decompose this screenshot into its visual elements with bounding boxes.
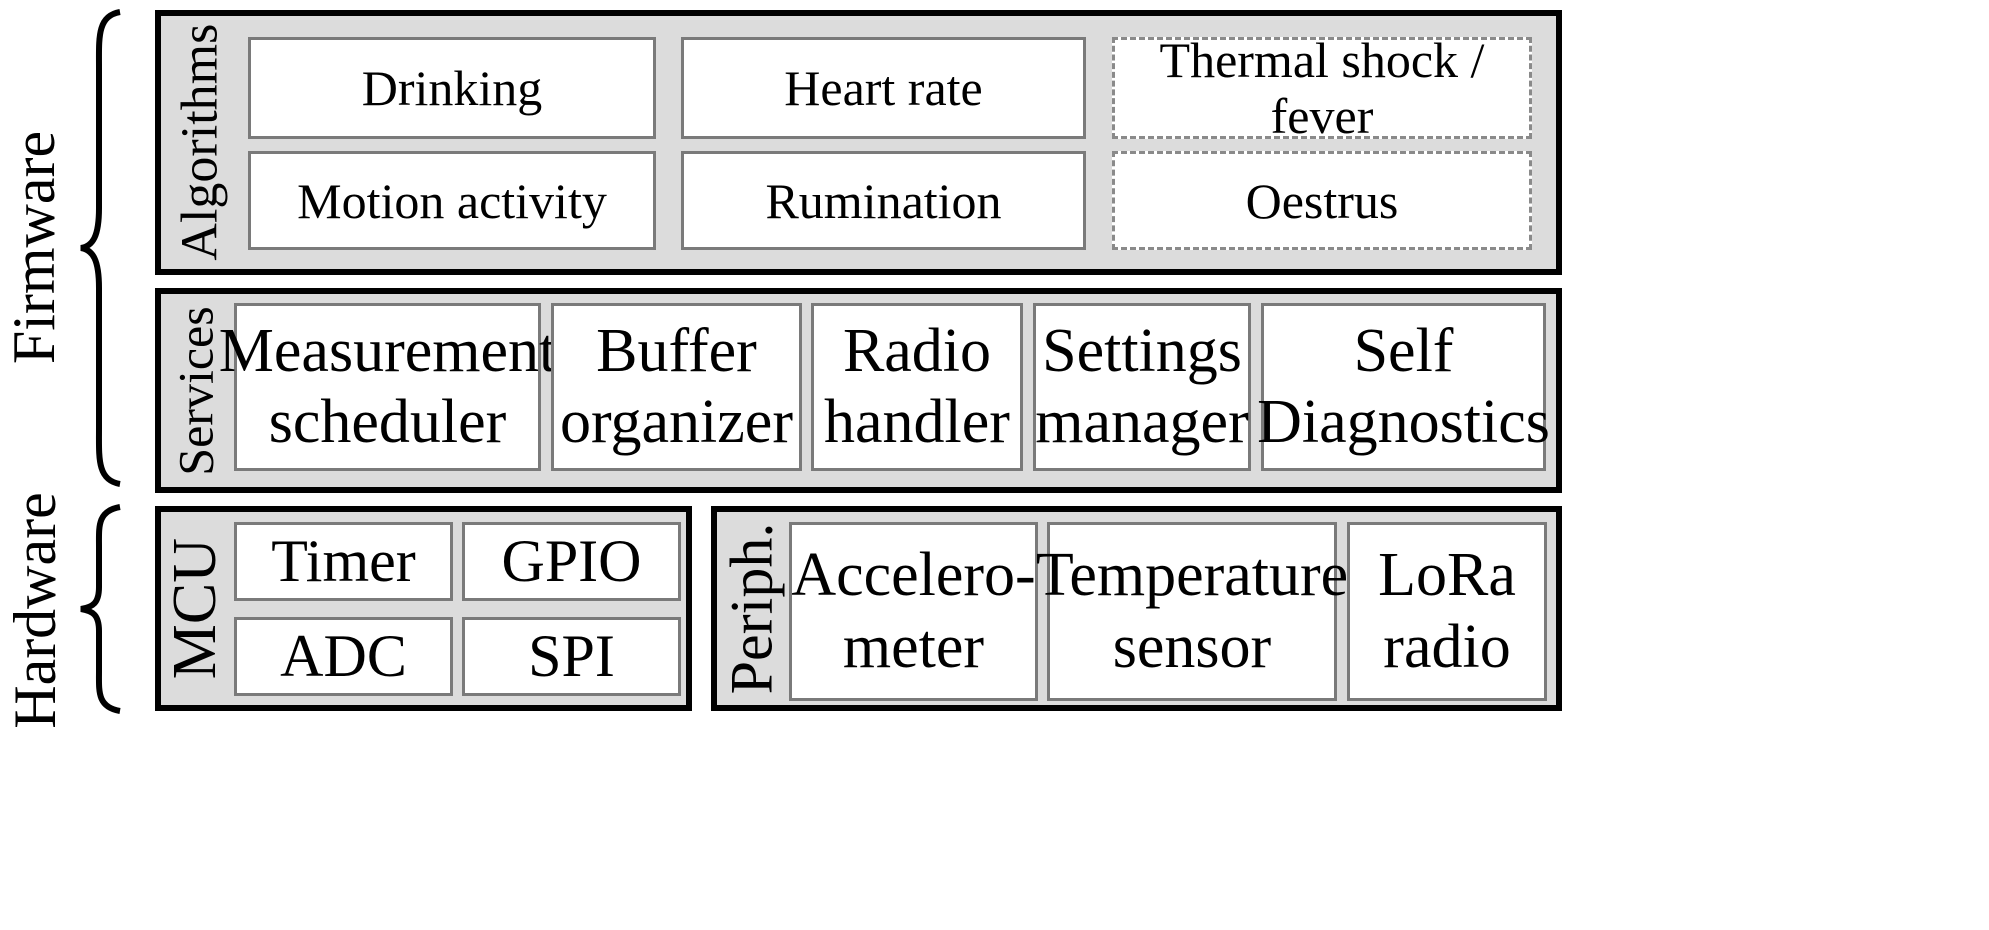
hardware-brace	[80, 504, 121, 714]
mcu-label: MCU	[161, 537, 230, 680]
algorithm-thermal-shock-fever: Thermal shock / fever	[1112, 32, 1532, 144]
mcu-adc: ADC	[234, 617, 453, 696]
mcu-spi: SPI	[462, 617, 681, 696]
hardware-layer-label: Hardware	[1, 491, 68, 729]
algorithm-drinking: Drinking	[248, 37, 656, 139]
peripheral-accelerometer: Accelero-meter	[789, 522, 1038, 701]
algorithms-label: Algorithms	[170, 24, 228, 261]
firmware-brace	[80, 9, 121, 487]
firmware-layer-label: Firmware	[1, 130, 68, 365]
peripherals-label: Periph.	[718, 522, 785, 695]
mcu-gpio: GPIO	[462, 522, 681, 601]
algorithm-motion-activity: Motion activity	[248, 151, 656, 250]
mcu-timer: Timer	[234, 522, 453, 601]
algorithm-oestrus: Oestrus	[1112, 151, 1532, 250]
algorithm-rumination: Rumination	[681, 151, 1086, 250]
algorithm-heart-rate: Heart rate	[681, 37, 1086, 139]
